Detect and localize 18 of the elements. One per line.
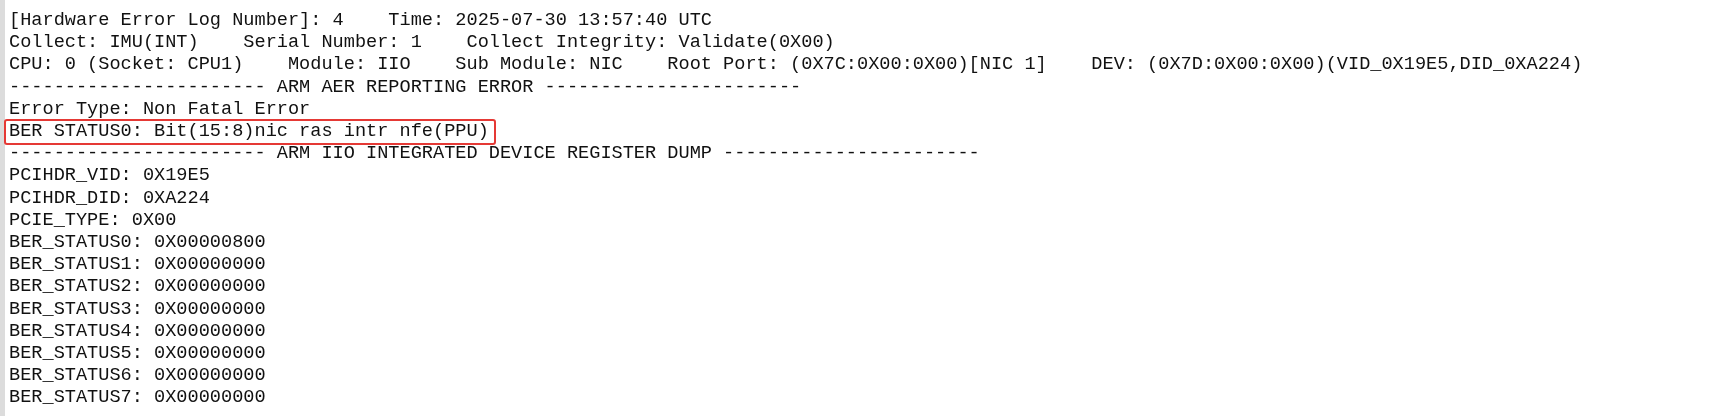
log-line: BER_STATUS4: 0X00000000 xyxy=(9,320,266,343)
section-header: ----------------------- ARM AER REPORTING ERROR ----------------------- xyxy=(9,76,802,99)
log-line: BER_STATUS2: 0X00000000 xyxy=(9,276,266,299)
highlight-box: BER STATUS0: Bit(15:8)nic ras intr nfe(PPU) xyxy=(4,119,496,145)
log-line: PCIHDR_VID: 0X19E5 xyxy=(9,165,210,188)
log-line: [Hardware Error Log Number]: 4 Time: 2025-07-30 13:57:40 UTC xyxy=(9,10,712,32)
log-line: Collect: IMU(INT) Serial Number: 1 Collect Integrity: Validate(0X00) xyxy=(9,32,835,55)
log-line: BER_STATUS0: 0X00000800 xyxy=(9,232,266,254)
log-line: Error Type: Non Fatal Error xyxy=(9,98,311,121)
log-line: PCIE_TYPE: 0X00 xyxy=(9,209,177,232)
log-line: PCIHDR_DID: 0XA224 xyxy=(9,187,210,210)
log-line: CPU: 0 (Socket: CPU1) Module: IIO Sub Module: NIC Root Port: (0X7C:0X00:0X00)[NIC 1] DEV: (0X7D:0X00:0X00)(VID_0X19E5,DID_0XA224) xyxy=(9,54,1583,77)
log-line: BER_STATUS5: 0X00000000 xyxy=(9,343,266,365)
log-line: BER_STATUS1: 0X00000000 xyxy=(9,254,266,277)
log-line: BER_STATUS6: 0X00000000 xyxy=(9,365,266,388)
log-line: BER_STATUS3: 0X00000000 xyxy=(9,298,266,321)
log-line: BER_STATUS7: 0X00000000 xyxy=(9,387,266,410)
section-header: ----------------------- ARM IIO INTEGRATED DEVICE REGISTER DUMP ----------------------- xyxy=(9,143,980,166)
